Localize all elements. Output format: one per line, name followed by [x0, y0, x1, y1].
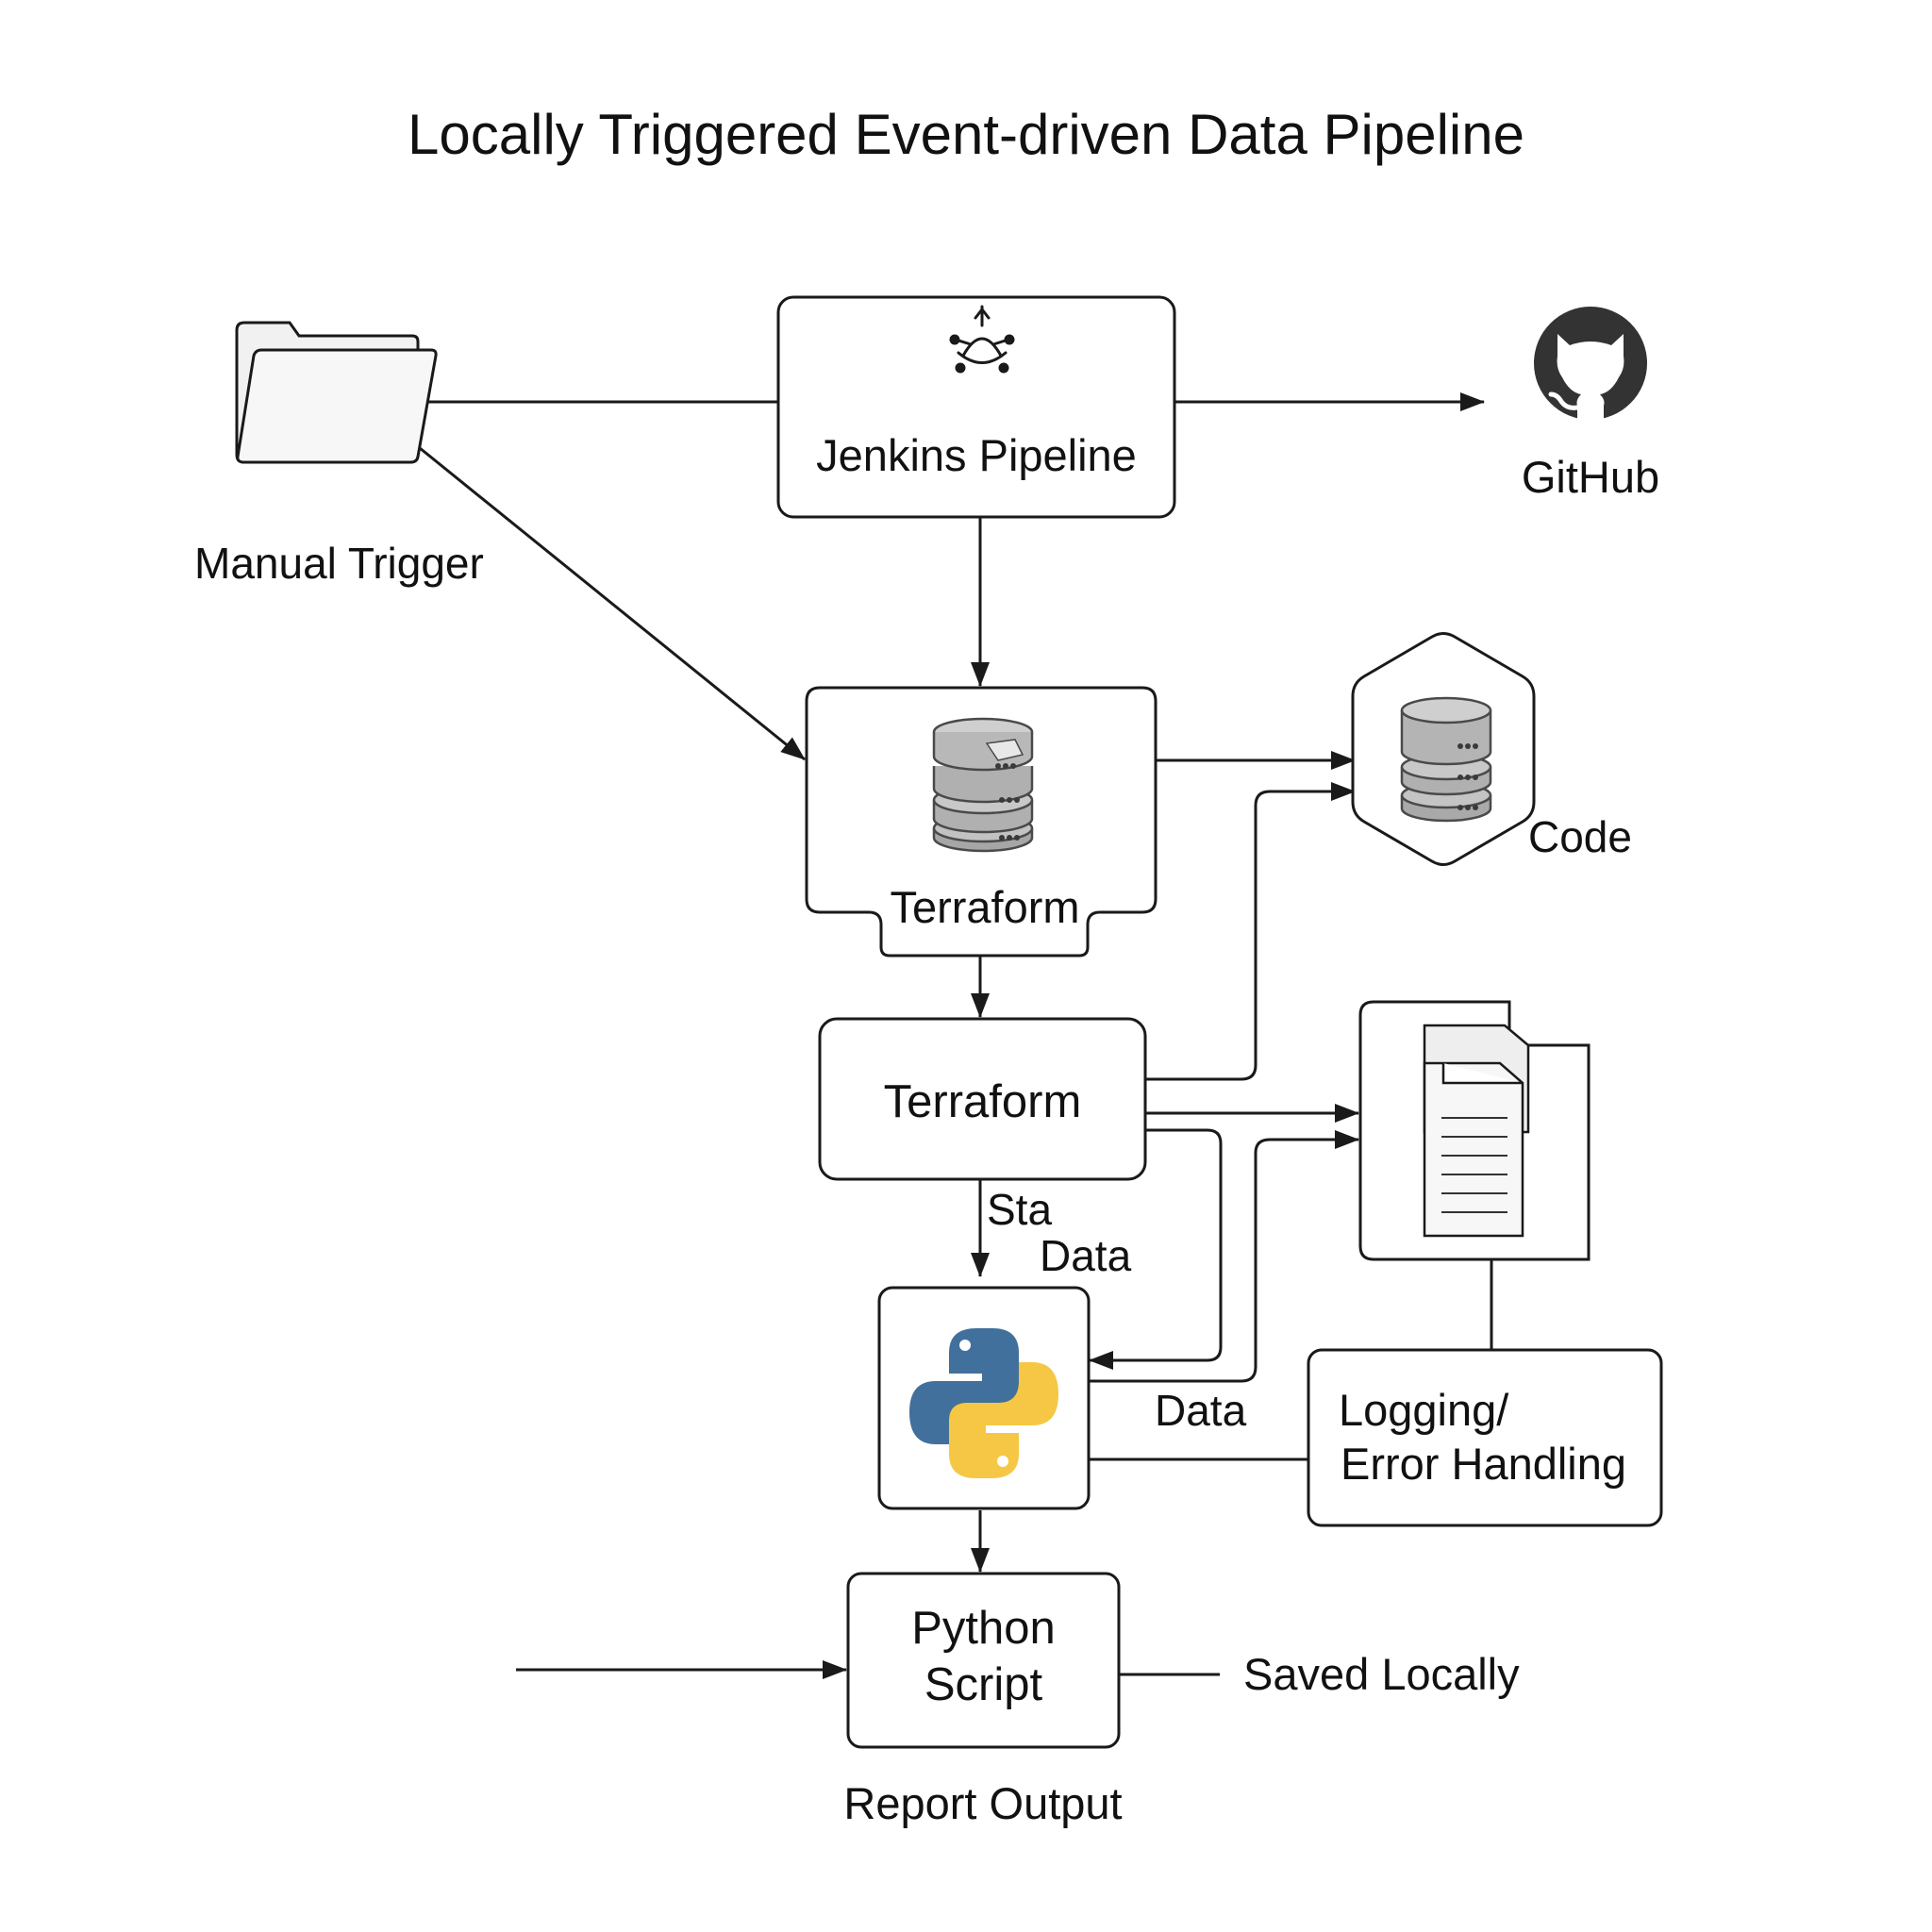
python-script-box[interactable] — [846, 1572, 1121, 1749]
edge-folder-terraform — [419, 446, 806, 761]
python-script-label-line2: Script — [924, 1659, 1043, 1710]
database-icon — [1400, 696, 1492, 823]
edge-terraform-python — [1089, 1128, 1223, 1370]
jenkins-box[interactable] — [776, 295, 1176, 519]
logging-label-line1: Logging/ — [1339, 1385, 1509, 1435]
manual-trigger-label: Manual Trigger — [194, 539, 484, 588]
folder-icon[interactable] — [235, 321, 438, 464]
edge-label-data-2: Data — [1155, 1386, 1247, 1435]
document-icon — [1423, 1024, 1530, 1238]
jenkins-icon — [949, 305, 1015, 374]
github-label: GitHub — [1521, 452, 1660, 502]
code-label: Code — [1528, 812, 1632, 861]
diagram-title: Locally Triggered Event-driven Data Pipe… — [408, 103, 1524, 166]
saved-locally-label: Saved Locally — [1243, 1649, 1520, 1699]
database-icon — [932, 717, 1034, 853]
python-script-label-line1: Python — [911, 1603, 1056, 1654]
terraform-label: Terraform — [883, 1076, 1082, 1127]
edge-label-sta: Sta — [987, 1185, 1053, 1234]
terraform-box[interactable] — [818, 1017, 1147, 1181]
jenkins-label: Jenkins Pipeline — [816, 430, 1137, 480]
logging-box[interactable] — [1307, 1348, 1663, 1527]
edge-terraform-code — [1145, 782, 1356, 1081]
connectors — [419, 392, 1493, 1679]
edge-python-document — [1090, 1130, 1359, 1383]
report-output-label: Report Output — [843, 1778, 1123, 1828]
github-icon[interactable] — [1534, 307, 1647, 420]
terraform-storage-label: Terraform — [890, 882, 1080, 932]
python-icon — [909, 1328, 1058, 1478]
edge-label-data-1: Data — [1040, 1231, 1132, 1280]
logging-label-line2: Error Handling — [1341, 1439, 1627, 1489]
